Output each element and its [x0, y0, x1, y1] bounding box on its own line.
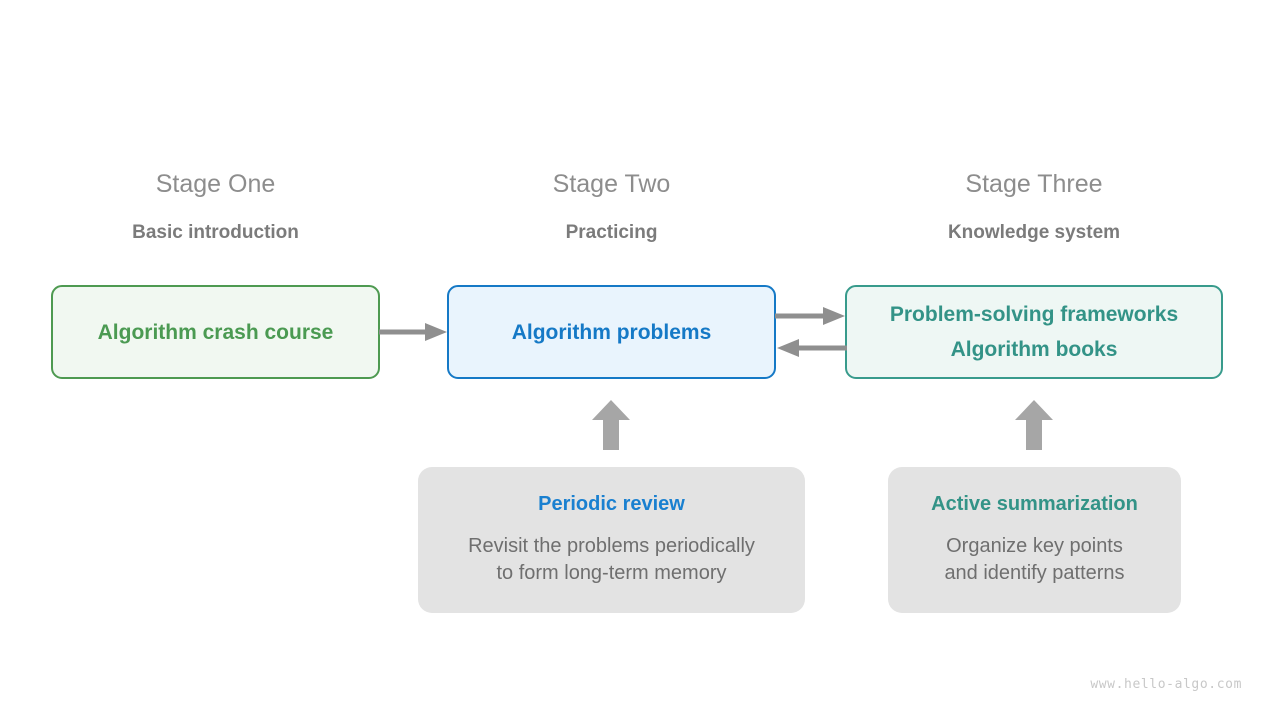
arrow-stage-one-to-stage-two	[379, 323, 447, 341]
stage-title: Stage Three	[965, 170, 1103, 198]
stage-box-line: Algorithm books	[950, 338, 1118, 361]
arrow-stage-two-to-stage-three	[775, 307, 845, 325]
stage-header-two: Stage Two Practicing	[447, 170, 776, 243]
note-box-active-summarization[interactable]: Active summarization Organize key points…	[888, 467, 1181, 613]
note-body: Revisit the problems periodically to for…	[468, 533, 755, 587]
stage-box-line: Algorithm problems	[511, 320, 712, 344]
note-title: Active summarization	[931, 492, 1138, 515]
note-body: Organize key points and identify pattern…	[944, 533, 1124, 587]
arrow-active-summarization-to-stage-three	[1015, 400, 1053, 450]
stage-subtitle: Knowledge system	[947, 222, 1121, 243]
note-body-line: Organize key points	[946, 534, 1123, 557]
watermark-url: www.hello-algo.com	[1090, 677, 1242, 692]
stage-box-algorithm-problems[interactable]: Algorithm problems	[447, 285, 776, 379]
stage-subtitle: Basic introduction	[132, 222, 299, 243]
stage-header-one: Stage One Basic introduction	[51, 170, 380, 243]
stage-header-three: Stage Three Knowledge system	[845, 170, 1223, 243]
stage-box-line: Problem-solving frameworks	[889, 303, 1179, 326]
arrow-stage-three-to-stage-two	[777, 339, 847, 357]
stage-box-knowledge-system[interactable]: Problem-solving frameworks Algorithm boo…	[845, 285, 1223, 379]
note-box-periodic-review[interactable]: Periodic review Revisit the problems per…	[418, 467, 805, 613]
stage-box-algorithm-crash-course[interactable]: Algorithm crash course	[51, 285, 380, 379]
stage-subtitle: Practicing	[565, 222, 658, 243]
note-body-line: to form long-term memory	[496, 561, 727, 584]
stage-title: Stage Two	[552, 170, 671, 198]
stage-title: Stage One	[155, 170, 276, 198]
note-title: Periodic review	[538, 492, 685, 515]
note-body-line: and identify patterns	[944, 561, 1125, 584]
arrow-periodic-review-to-stage-two	[592, 400, 630, 450]
stage-box-line: Algorithm crash course	[97, 320, 334, 344]
note-body-line: Revisit the problems periodically	[468, 534, 755, 557]
